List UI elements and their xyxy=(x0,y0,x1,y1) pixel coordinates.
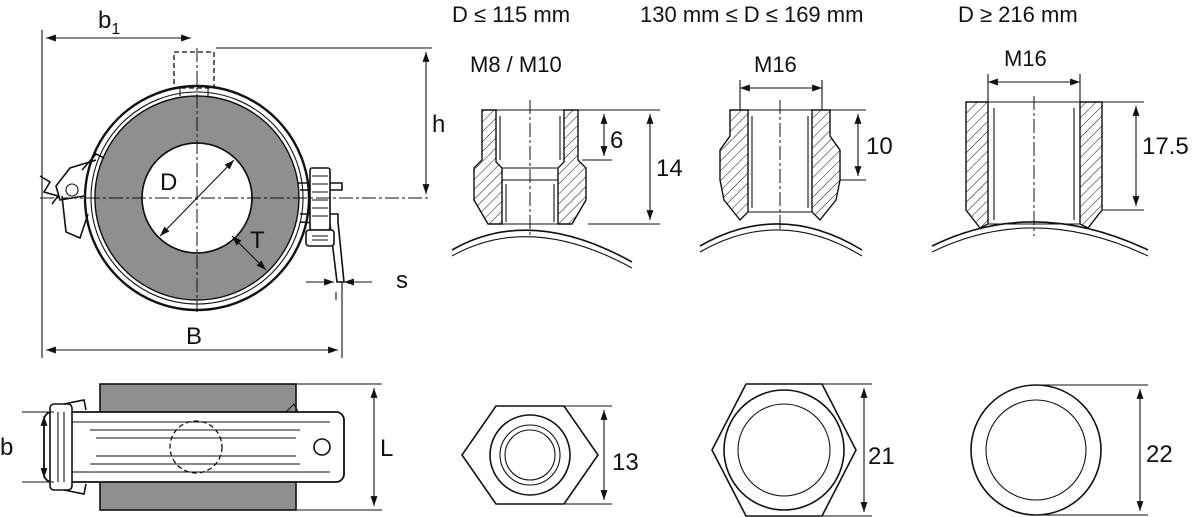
screw-hole xyxy=(313,438,331,456)
nut-2-pipe-arc xyxy=(699,223,863,251)
nut-2-wall-right xyxy=(811,109,841,222)
nut-1-wall-right xyxy=(557,109,587,225)
nut-3-pipe-arc xyxy=(931,221,1149,251)
nut-1-pipe-arc xyxy=(451,229,633,263)
clamp-side-view: b L xyxy=(0,383,393,511)
nut-3-width: 22 xyxy=(1146,441,1173,468)
nut-2-width: 21 xyxy=(868,443,895,470)
nut-1-inner-depth: 6 xyxy=(610,127,623,154)
clamp-hinge-left xyxy=(39,153,105,240)
label-D: D xyxy=(160,169,177,196)
nut-3-range: D ≥ 216 mm xyxy=(958,2,1078,27)
nut-1-wall-left xyxy=(473,109,503,225)
label-b: b xyxy=(0,434,13,461)
nut-1-hex xyxy=(461,405,599,505)
label-h: h xyxy=(432,111,445,138)
nut-1-range: D ≤ 115 mm xyxy=(452,2,570,27)
threaded-boss xyxy=(173,51,215,89)
nut-2-thread: M16 xyxy=(754,52,797,77)
nut-2-range: 130 mm ≤ D ≤ 169 mm xyxy=(640,2,863,27)
nut-1: D ≤ 115 mm M8 / M10 6 14 xyxy=(451,2,683,269)
label-b1: b1 xyxy=(98,7,120,38)
label-s: s xyxy=(396,267,408,294)
label-T: T xyxy=(250,227,265,254)
clamp-screw-right xyxy=(298,167,345,283)
nut-3-height: 17.5 xyxy=(1142,133,1189,160)
nut-1-face: 13 xyxy=(461,405,639,505)
nut-3-wall-right xyxy=(1079,101,1103,229)
nut-3-face: 22 xyxy=(970,384,1173,516)
nut-1-height: 14 xyxy=(656,155,683,182)
label-L: L xyxy=(380,435,393,462)
dim-line-T xyxy=(231,235,267,271)
nut-1-width: 13 xyxy=(612,449,639,476)
nut-2-inner-depth: 10 xyxy=(866,133,893,160)
threaded-boss-side xyxy=(169,420,223,474)
nut-3: D ≥ 216 mm M16 17.5 xyxy=(931,2,1189,257)
nut-3-thread: M16 xyxy=(1004,46,1047,71)
nut-3-round xyxy=(970,384,1102,516)
clamp-top-view: b1 h D T s B xyxy=(39,7,445,358)
nut-1-thread: M8 / M10 xyxy=(470,52,562,77)
nut-2: 130 mm ≤ D ≤ 169 mm M16 10 xyxy=(640,2,893,257)
nut-2-wall-left xyxy=(719,109,749,222)
dim-line-D xyxy=(159,159,235,237)
nut-3-wall-left xyxy=(965,101,989,229)
hinge-side xyxy=(49,403,73,491)
label-B: B xyxy=(186,323,202,350)
nut-2-face: 21 xyxy=(711,383,895,517)
